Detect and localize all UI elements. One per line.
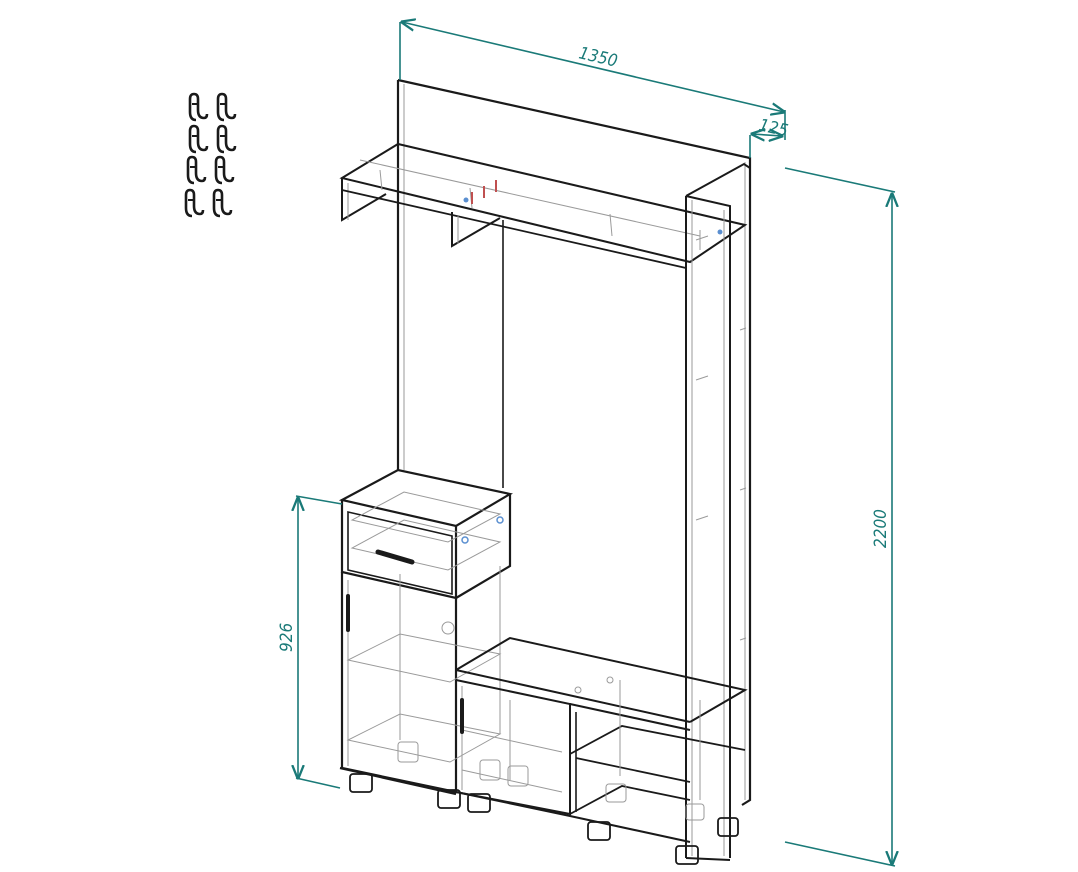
right-side-panel — [685, 162, 751, 861]
dimension-height: 2200 — [784, 167, 895, 867]
top-shelf — [339, 142, 748, 269]
dimension-width-label: 1350 — [577, 43, 619, 71]
dimension-cabinet-height-label: 926 — [277, 623, 297, 652]
drawer-handle — [375, 549, 415, 565]
furniture-feet — [349, 741, 739, 865]
dimension-cabinet-height: 926 — [277, 495, 343, 789]
shelf-fasteners — [463, 180, 723, 235]
left-cabinet — [338, 468, 513, 796]
dimension-height-label: 2200 — [871, 509, 891, 548]
double-coat-hook-icon — [184, 92, 237, 218]
lower-cabinet — [455, 636, 748, 843]
dimension-depth: 125 — [749, 115, 790, 158]
